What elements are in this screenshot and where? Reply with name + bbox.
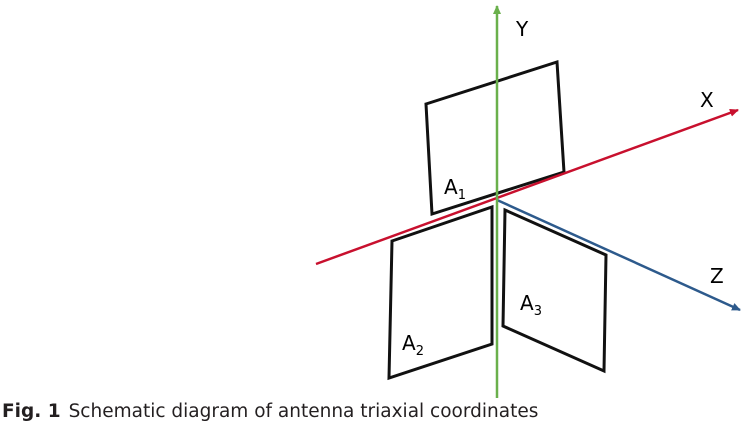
z-axis (496, 198, 741, 312)
antenna-panel-a3 (501, 207, 608, 374)
figure-caption-text: Schematic diagram of antenna triaxial co… (68, 401, 539, 422)
panel-label-a3: A3 (520, 291, 542, 319)
z-axis-label: Z (710, 264, 724, 288)
antenna-triaxial-diagram: Y X Z A1 A2 A3 (315, 5, 741, 398)
figure-caption: Fig. 1 Schematic diagram of antenna triax… (2, 401, 538, 422)
y-axis-label: Y (515, 17, 529, 41)
x-axis (315, 108, 739, 266)
figure-caption-label: Fig. 1 (2, 401, 61, 422)
panel-label-a2: A2 (402, 331, 424, 359)
x-axis-label: X (700, 88, 714, 112)
panel-label-a1: A1 (444, 175, 466, 203)
antenna-panel-a2 (387, 204, 494, 381)
antenna-panel-a1 (424, 59, 566, 217)
